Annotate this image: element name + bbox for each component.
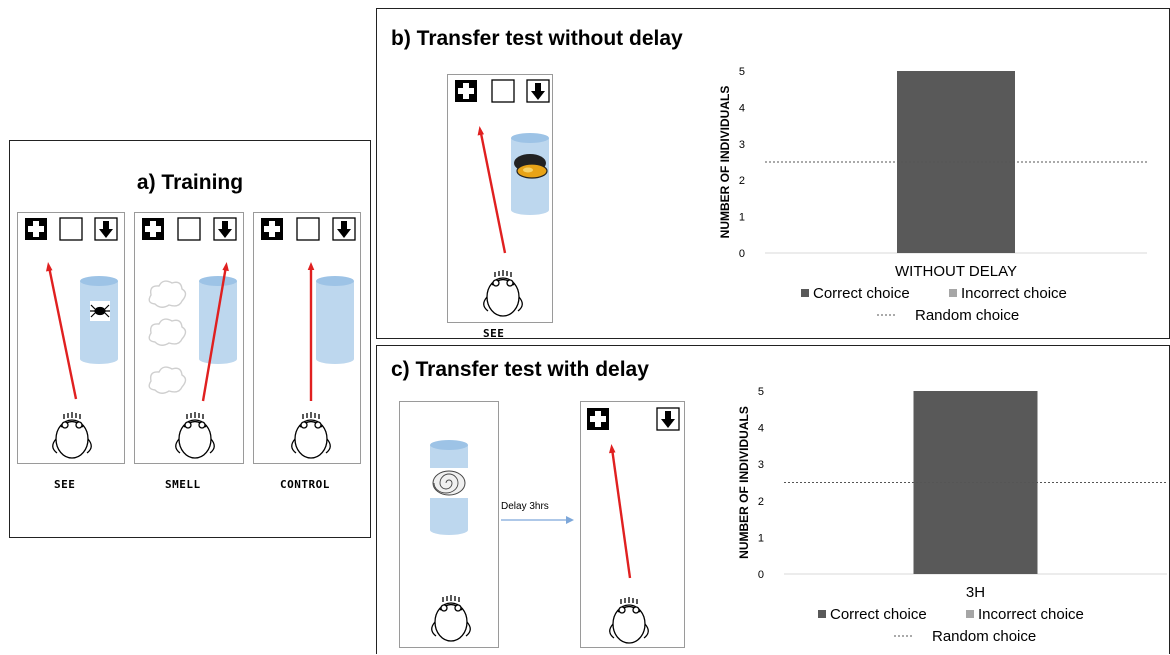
y-tick-label: 5 [758,386,764,398]
legend-label-correct: Correct choice [813,285,910,302]
lane-smell [134,212,244,464]
crab-icon [90,304,110,318]
y-tick-label: 2 [739,175,745,187]
choice-arrow [46,262,78,400]
y-tick-label: 4 [739,102,745,114]
bar-correct-choice [897,71,1015,253]
y-tick-label: 3 [758,459,764,471]
cylinder-snail [430,440,468,535]
panel-b-title: b) Transfer test without delay [391,27,683,50]
lane-b-see [447,74,553,323]
lane-c-sample [399,401,499,648]
lane-see [17,212,125,464]
empty-square-icon [296,217,320,241]
down-arrow-icon [656,407,680,431]
cuttlefish-icon [291,412,331,459]
lane-smell-drawing [142,217,237,459]
plus-icon [25,218,47,240]
choice-arrow [201,262,229,402]
y-tick-label: 4 [758,423,764,435]
y-tick-label: 0 [758,569,764,581]
empty-square-icon [59,217,83,241]
cuttlefish-icon [175,412,215,459]
empty-square-icon [491,79,515,103]
empty-square-icon [177,217,201,241]
choice-arrow [609,444,632,579]
cuttlefish-icon [483,270,523,317]
y-axis-label: NUMBER OF INDIVIDUALS [718,86,732,239]
down-arrow-icon [332,217,356,241]
lane-label-see: SEE [54,478,76,491]
y-axis-label: NUMBER OF INDIVIDUALS [737,406,751,559]
legend-label-correct: Correct choice [830,606,927,623]
cuttlefish-icon [52,412,92,459]
plus-icon [261,218,283,240]
lane-see-drawing [25,217,118,459]
lane-label-b-see: SEE [483,327,505,340]
cuttlefish-icon [431,595,471,642]
legend-label-incorrect: Incorrect choice [961,285,1067,302]
plus-icon [587,408,609,430]
lane-c-test [580,401,685,648]
panel-c-transfer-delay: c) Transfer test with delay Delay 3hrs 0… [376,345,1170,654]
legend-swatch-incorrect [966,610,974,618]
choice-arrow [307,262,315,401]
lane-b-drawing [455,79,550,317]
y-tick-label: 1 [758,532,764,544]
lane-c-sample-drawing [430,440,471,642]
lane-c-test-drawing [587,407,680,644]
smell-cloud-icon [148,280,187,394]
down-arrow-icon [94,217,118,241]
lane-label-control: CONTROL [280,478,330,491]
panel-b-transfer-no-delay: b) Transfer test without delay SEE 0 1 2 3 4… [376,8,1170,340]
delay-label: Delay 3hrs [501,501,549,512]
snail-shell-icon [430,468,468,498]
plus-icon [142,218,164,240]
panel-a-training: a) Training SEE SMELL CONTROL [9,140,371,538]
legend-label-incorrect: Incorrect choice [978,606,1084,623]
legend-swatch-incorrect [949,289,957,297]
y-tick-label: 1 [739,212,745,224]
legend-label-random: Random choice [915,307,1019,324]
cylinder-mussel [511,133,549,215]
cuttlefish-icon [609,597,649,644]
cylinder-empty [316,276,354,364]
choice-arrow [477,126,507,254]
down-arrow-icon [526,79,550,103]
down-arrow-icon [213,217,237,241]
cylinder-crab [80,276,118,364]
delay-arrow [501,516,574,524]
y-tick-label: 2 [758,496,764,508]
legend-label-random: Random choice [932,628,1036,645]
x-category-label: WITHOUT DELAY [895,263,1017,280]
y-tick-label: 3 [739,139,745,151]
mussel-icon [514,154,548,179]
y-tick-label: 0 [739,248,745,260]
panel-a-title: a) Training [136,171,244,194]
panel-c-title: c) Transfer test with delay [391,358,649,381]
legend-swatch-correct [801,289,809,297]
lane-control [253,212,361,464]
lane-control-drawing [261,217,356,459]
x-category-label: 3H [966,584,985,601]
lane-label-smell: SMELL [165,478,201,491]
y-tick-label: 5 [739,66,745,78]
plus-icon [455,80,477,102]
legend-swatch-correct [818,610,826,618]
